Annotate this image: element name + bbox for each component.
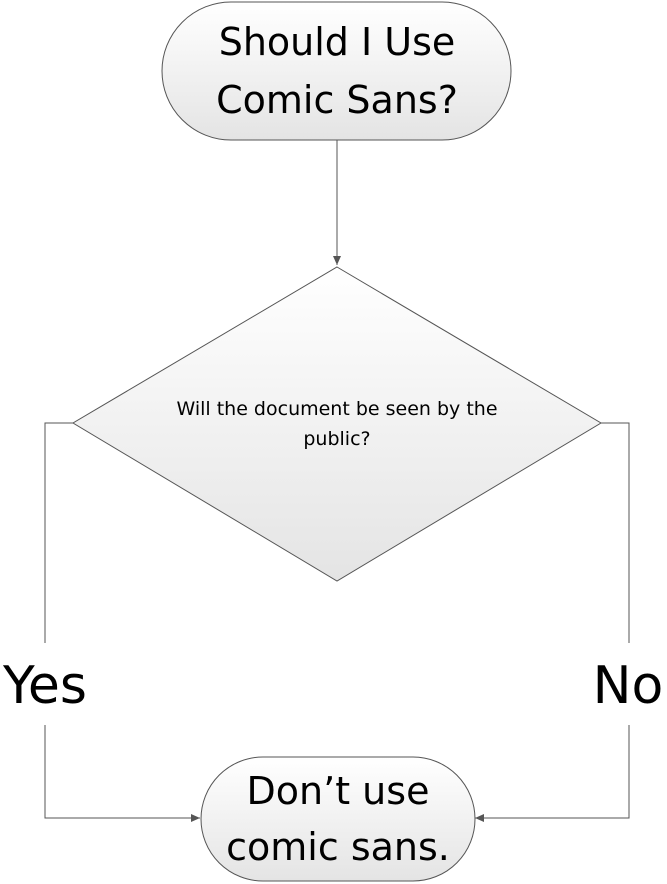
decision-diamond (72, 266, 602, 582)
connector-no-lower (475, 725, 630, 822)
decision-text-line-1: Will the document be seen by the (176, 398, 497, 420)
yes-label: Yes (2, 656, 87, 716)
connector-yes-upper (44, 422, 73, 643)
start-text-line-2: Comic Sans? (216, 78, 458, 122)
end-text-line-1: Don’t use (247, 769, 430, 813)
start-text-line-1: Should I Use (219, 20, 456, 64)
connector-no-upper (601, 422, 630, 643)
connector-yes-lower (44, 725, 200, 822)
no-label: No (593, 656, 664, 716)
start-terminator (161, 1, 512, 141)
decision-text-line-2: public? (303, 428, 370, 450)
end-terminator (200, 756, 476, 882)
end-text-line-2: comic sans. (226, 825, 450, 869)
